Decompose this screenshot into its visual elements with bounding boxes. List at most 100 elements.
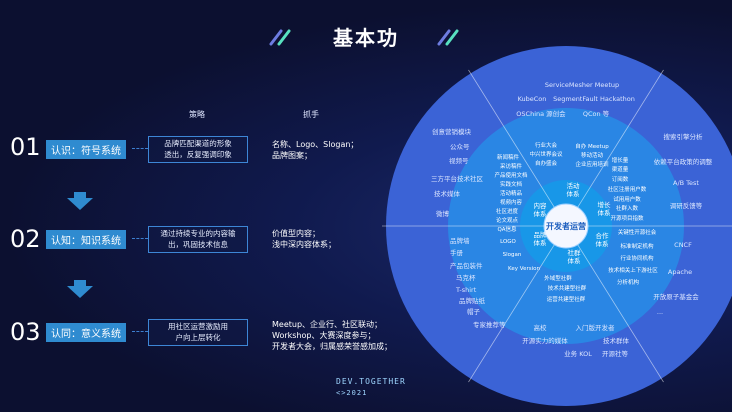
- wheel-outer-label: ServiceMesher Meetup: [545, 81, 619, 89]
- wheel-inner-label: 体系: [568, 256, 582, 265]
- wheel-middle-label: 采访稿件: [500, 162, 523, 170]
- wheel-spoke: [577, 69, 664, 208]
- wheel-outer-label: T-shirt: [455, 286, 477, 294]
- wheel-middle-label: 活动精品: [500, 189, 523, 197]
- wheel-rings: [386, 46, 732, 406]
- wheel-middle-label: 视频内容: [500, 198, 523, 206]
- slash-decoration-left-icon: [269, 29, 291, 46]
- wheel-middle-label: 实践文档: [500, 180, 523, 188]
- wheel-spoke: [468, 244, 555, 383]
- dashed-connector: [132, 331, 148, 332]
- wheel-outer-label: OSChina 源创会: [516, 109, 566, 118]
- wheel-outer-label: 高校: [534, 323, 548, 332]
- wheel-center-label: 开发者运营: [546, 221, 586, 231]
- wheel-middle-label: 中兴世界会议: [529, 150, 563, 158]
- slash-decoration-right-icon: [437, 29, 459, 46]
- wheel-middle-label: 技术相关上下游社区: [608, 266, 658, 274]
- wheel-middle-label: 外域型社群: [544, 274, 572, 282]
- wheel-inner-label: 合作: [596, 231, 610, 240]
- wheel-outer-label: 手册: [450, 248, 464, 257]
- wheel-inner-label: 体系: [534, 209, 548, 218]
- footer-logo-year: <>2021: [336, 389, 368, 397]
- wheel-middle-label: 运营共建型社群: [547, 295, 586, 303]
- wheel-outer-label: SegmentFault Hackathon: [553, 95, 635, 103]
- wheel-middle-label: 增长量: [612, 156, 629, 164]
- column-header-grip: 抓手: [303, 110, 319, 119]
- wheel-middle-label: 社区注册用户数: [608, 185, 647, 193]
- row-label: 认识：符号系统: [46, 140, 126, 159]
- wheel-middle-label: 分析机构: [617, 278, 640, 286]
- wheel-middle-label: 关键性开源社会: [618, 228, 657, 236]
- wheel-outer-label: 品牌贴纸: [459, 296, 486, 305]
- dashed-connector: [132, 238, 148, 239]
- row-number: 03: [10, 318, 41, 346]
- column-header-strategy: 策略: [189, 110, 205, 119]
- wheel-outer-label: 业务 KOL: [564, 349, 592, 358]
- wheel-outer-label: 专家推荐等: [473, 320, 506, 329]
- page-title: 基本功: [333, 26, 399, 50]
- wheel-outer-label: 开源社等: [602, 349, 629, 358]
- wheel-inner-label: 社群: [568, 248, 582, 257]
- wheel-outer-label: 马克杯: [456, 273, 476, 282]
- wheel-outer-label: 视频号: [449, 156, 469, 165]
- wheel-outer-label: QCon 等: [583, 109, 610, 118]
- grip-text: 名称、Logo、Slogan； 品牌图案；: [272, 140, 359, 160]
- wheel-spoke: [577, 244, 664, 383]
- wheel-outer-label: 技术群体: [603, 336, 630, 345]
- wheel-outer-label: 公众号: [450, 143, 470, 151]
- wheel-middle-label: 自办盛会: [535, 159, 558, 167]
- wheel-middle-label: 社区进度: [496, 207, 519, 215]
- strategy-box: 用社区运营激励用 户向上层转化: [148, 319, 248, 346]
- wheel-middle-label: 企业应用培训: [575, 160, 609, 168]
- wheel-outer-label: 依赖平台政策的调整: [654, 157, 713, 166]
- wheel-outer-label: 微博: [436, 209, 450, 218]
- wheel-inner-label: 体系: [598, 208, 612, 217]
- wheel-outer-label: Apache: [668, 268, 692, 276]
- wheel-middle-label: 自办 Meetup: [575, 142, 609, 150]
- wheel-middle-label: 论文观点: [496, 216, 519, 224]
- wheel-middle-label: 新闻稿件: [497, 153, 520, 161]
- wheel-spoke: [468, 69, 555, 208]
- wheel-outer-label: 帽子: [467, 307, 481, 316]
- wheel-middle-label: 订阅数: [612, 175, 629, 183]
- wheel-middle-label: 标准制定机构: [620, 242, 654, 250]
- wheel-outer-label: 入门版开发者: [576, 323, 616, 332]
- wheel-middle-label: Slogan: [503, 252, 522, 258]
- wheel-middle-label: 行业大会: [535, 141, 558, 149]
- wheel-outer-label: 调研反馈等: [670, 201, 703, 210]
- dashed-connector: [132, 148, 148, 149]
- wheel-outer-label: 开放原子基金会: [653, 292, 699, 301]
- wheel-middle-label: 开源项目指数: [610, 214, 644, 222]
- wheel-outer-label: 三方平台技术社区: [431, 174, 484, 183]
- wheel-inner-label: 品牌: [534, 230, 548, 239]
- wheel-middle-label: 行业协同机构: [620, 254, 654, 262]
- row-label: 认知：知识系统: [46, 230, 126, 249]
- wheel-middle-label: 移动活动: [581, 151, 604, 159]
- grip-text: Meetup、企业行、社区联动； Workshop、大赛深度参与； 开发者大会，…: [272, 320, 392, 351]
- wheel-outer-label: 品牌墙: [450, 236, 470, 245]
- wheel-middle-label: 产品使用文档: [494, 171, 528, 179]
- wheel-outer-label: A/B Test: [673, 179, 699, 187]
- wheel-middle-label: QA信息: [497, 225, 517, 233]
- wheel-inner-label: 体系: [596, 239, 610, 248]
- wheel-inner-label: 增长: [598, 200, 612, 209]
- wheel-middle-label: Key Version: [508, 266, 540, 272]
- wheel-outer-label: CNCF: [674, 241, 692, 249]
- wheel-middle-label: 技术共建型社群: [548, 284, 587, 292]
- wheel-inner-label: 活动: [567, 181, 581, 190]
- wheel-middle-label: 社群入数: [616, 204, 639, 212]
- wheel-outer-label: 产品包装件: [450, 261, 483, 270]
- row-number: 01: [10, 133, 41, 161]
- wheel-middle-label: LOGO: [500, 239, 516, 245]
- wheel-spokes: [382, 69, 732, 383]
- wheel-inner-label: 体系: [567, 189, 581, 198]
- wheel-outer-label: KubeCon: [518, 95, 547, 103]
- wheel-outer-label: 搜索引擎分析: [664, 132, 704, 141]
- footer-logo-text: DEV.TOGETHER: [336, 377, 406, 386]
- wheel-outer-label: 开源实力的媒体: [522, 336, 568, 345]
- wheel-outer-label: 技术媒体: [434, 189, 461, 198]
- wheel-outer-label: ...: [657, 308, 663, 316]
- wheel-inner-label: 内容: [534, 201, 548, 210]
